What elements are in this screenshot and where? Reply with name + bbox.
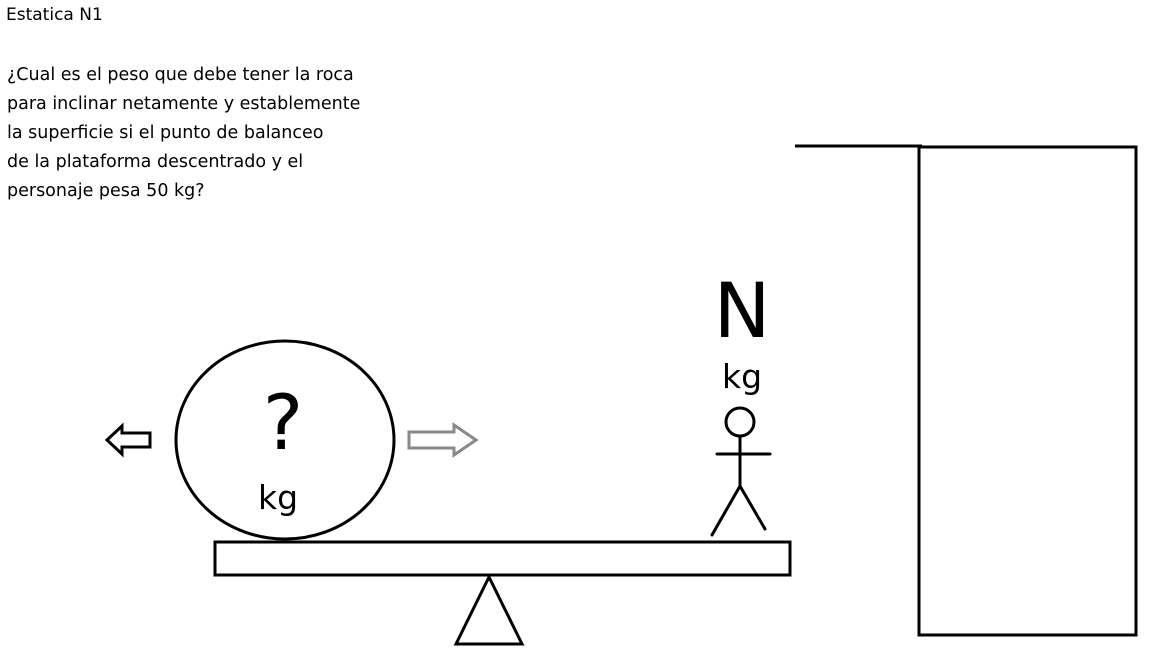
stick-figure-left-leg: [710, 484, 742, 537]
person-unit-label: kg: [722, 357, 762, 396]
seesaw-platform: [213, 540, 792, 577]
stick-figure: [710, 406, 772, 537]
stick-figure-right-leg: [738, 484, 767, 531]
rock-unit-label: kg: [258, 478, 298, 517]
person-weight-symbol: N: [714, 266, 771, 355]
rock-circle: [174, 339, 396, 541]
rock-unknown-symbol: ?: [263, 378, 303, 467]
problem-statement: ¿Cual es el peso que debe tener la roca …: [7, 61, 360, 206]
page-title: Estatica N1: [6, 5, 103, 25]
left-arrow-icon: [104, 422, 152, 458]
problem-line: ¿Cual es el peso que debe tener la roca: [7, 65, 354, 85]
stick-figure-head: [724, 406, 756, 438]
fulcrum-triangle: [453, 573, 525, 646]
problem-line: para inclinar netamente y establemente: [7, 94, 361, 114]
building-block: [917, 145, 1138, 637]
right-arrow-icon: [407, 422, 479, 458]
problem-line: de la plataforma descentrado y el: [7, 152, 304, 172]
problem-line: la superficie si el punto de balanceo: [7, 123, 324, 143]
problem-line: personaje pesa 50 kg?: [7, 181, 205, 201]
